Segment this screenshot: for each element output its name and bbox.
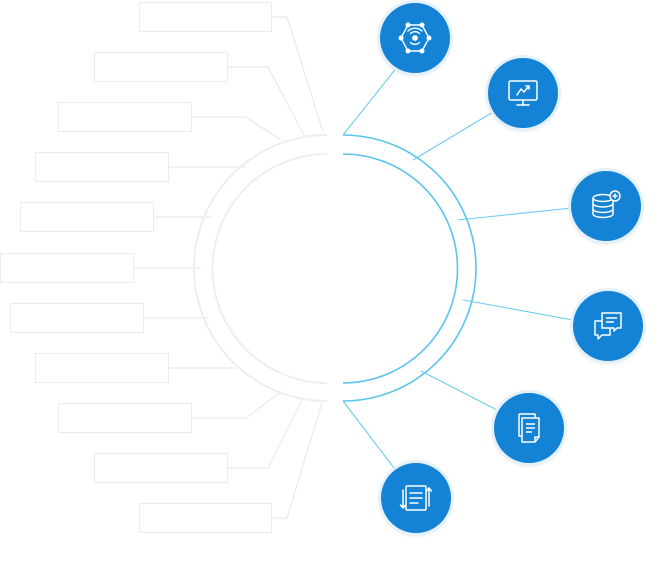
right-connector [412,111,494,161]
left-item-box [35,353,169,383]
left-connector [271,402,323,519]
ring-active-outer [342,134,477,402]
chat-bubbles-node[interactable] [573,291,643,361]
ring-active [342,134,477,402]
sort-list-icon [399,485,433,511]
database-add-node[interactable] [571,171,641,241]
left-connector [227,397,304,469]
left-connector [191,116,282,141]
left-item-box [139,2,272,32]
left-connector [271,16,324,133]
left-item-box [139,503,272,533]
right-connector [420,370,498,411]
monitor-analytics-icon [508,80,538,106]
right-connector [462,299,574,321]
left-item-box [0,253,134,283]
left-connector [227,66,306,138]
ring-inactive-inner [211,153,328,384]
network-hub-node[interactable] [380,3,450,73]
ring-inactive-outer [193,134,328,402]
left-connectors [133,16,324,519]
right-connectors [342,65,574,469]
network-hub-icon [398,22,432,54]
documents-icon [518,413,540,443]
left-connector [191,391,282,419]
right-connector [457,207,573,221]
chat-bubbles-icon [594,312,622,340]
left-item-box [58,403,192,433]
left-item-box [20,202,154,232]
left-item-box [58,102,192,132]
monitor-analytics-node[interactable] [488,58,558,128]
left-item-box [94,52,228,82]
ring-active-inner [342,153,459,384]
left-item-box [35,152,169,182]
left-item-box [10,303,144,333]
documents-node[interactable] [494,393,564,463]
right-connector [342,65,399,136]
sort-list-node[interactable] [381,463,451,533]
left-item-box [94,453,228,483]
database-add-icon [592,190,621,219]
ring-inactive [193,134,328,402]
right-connector [342,400,395,469]
